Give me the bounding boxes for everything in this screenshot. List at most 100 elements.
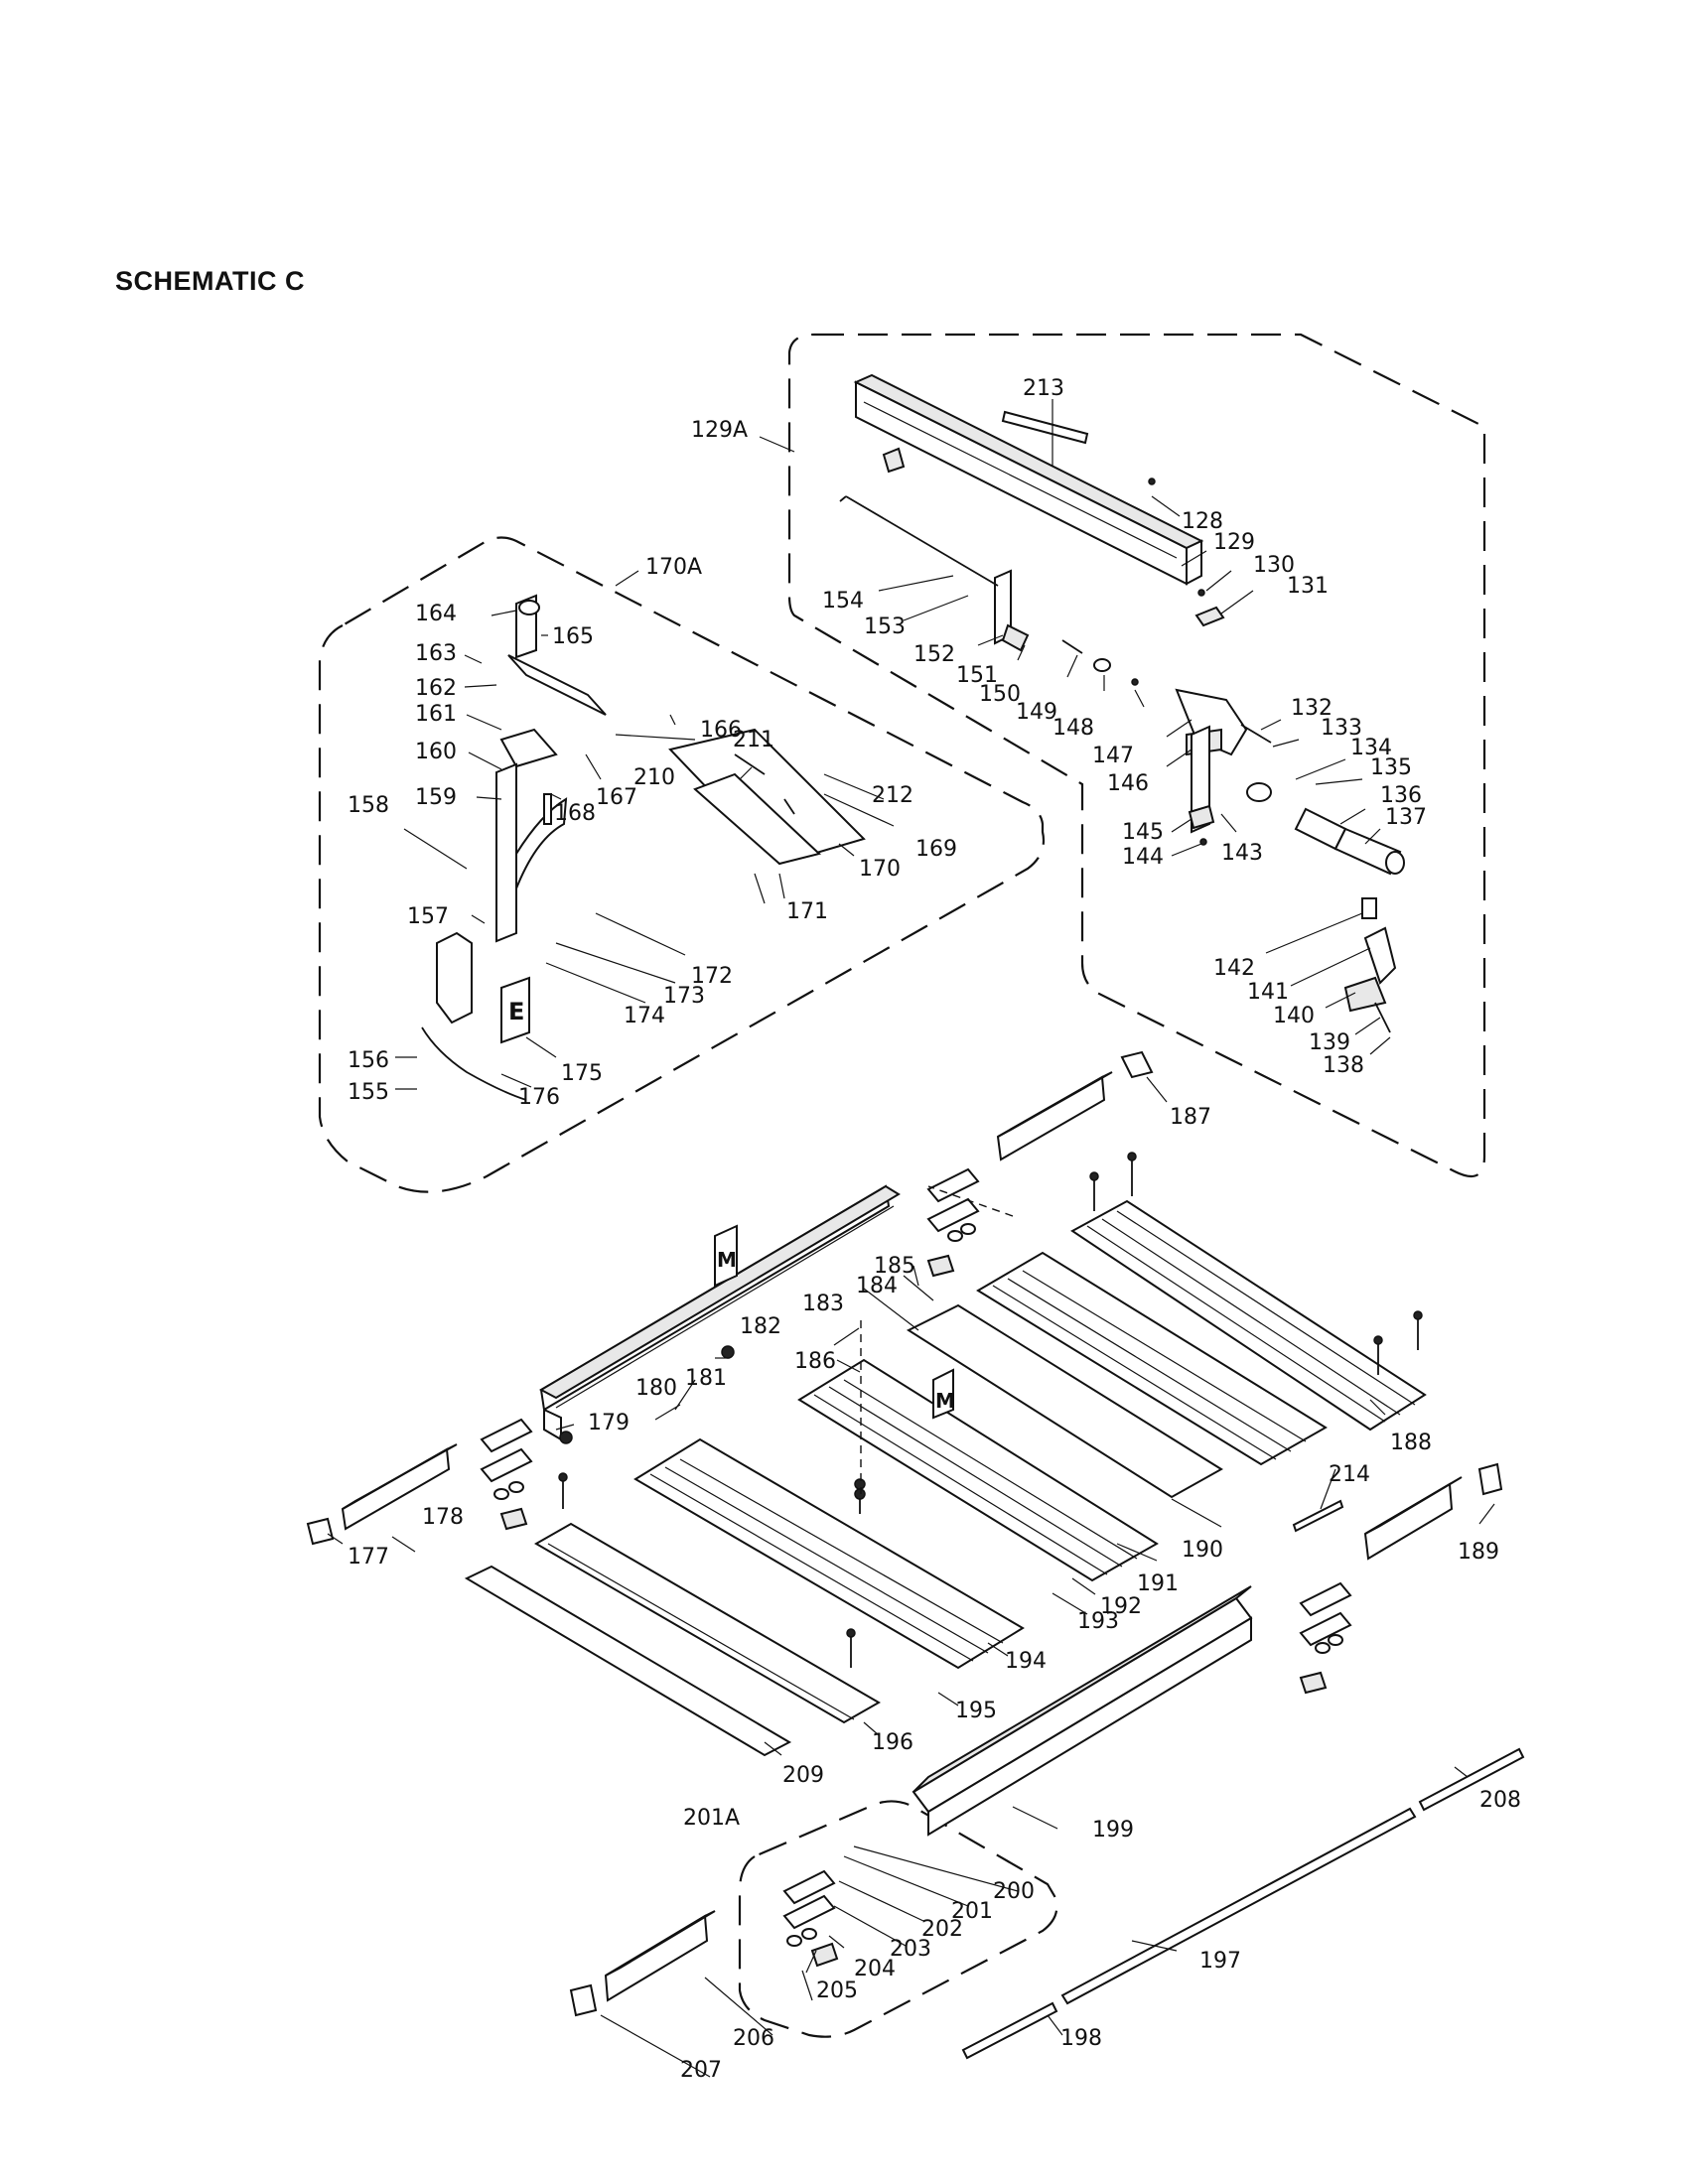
table-extension-194 (633, 1437, 1025, 1670)
callout-152: 152 (913, 642, 955, 667)
callout-186: 186 (794, 1349, 836, 1374)
callout-138: 138 (1323, 1053, 1364, 1078)
mounting-bracket-stack (480, 1418, 533, 1531)
callout-179: 179 (588, 1411, 630, 1435)
callout-196: 196 (872, 1730, 913, 1755)
callout-154: 154 (822, 589, 864, 614)
callout-188: 188 (1390, 1431, 1432, 1455)
callout-150: 150 (979, 682, 1021, 707)
callout-201: 201 (951, 1899, 993, 1924)
callout-204: 204 (854, 1957, 896, 1981)
callout-160: 160 (415, 740, 457, 764)
callout-213: 213 (1023, 376, 1064, 401)
plate-145 (1188, 804, 1215, 830)
nut (854, 1478, 866, 1490)
callout-181: 181 (685, 1366, 727, 1391)
fastener (1131, 678, 1139, 686)
clip-part (882, 447, 906, 474)
callout-143: 143 (1221, 841, 1263, 866)
scale-strip-197 (1060, 1807, 1417, 2005)
mounting-bracket-stack (926, 1167, 980, 1278)
callout-139: 139 (1309, 1030, 1350, 1055)
rear-rail-199 (912, 1585, 1253, 1837)
callout-169: 169 (915, 837, 957, 862)
callout-191: 191 (1137, 1571, 1179, 1596)
callout-153: 153 (864, 614, 906, 639)
callout-173: 173 (663, 984, 705, 1009)
callout-206: 206 (733, 2026, 774, 2051)
callout-166: 166 (700, 718, 742, 743)
callout-177: 177 (348, 1545, 389, 1570)
callout-165: 165 (552, 624, 594, 649)
callout-194: 194 (1005, 1649, 1047, 1674)
callout-197: 197 (1199, 1949, 1241, 1974)
callout-195: 195 (955, 1699, 997, 1723)
callout-134: 134 (1350, 736, 1392, 760)
callout-130: 130 (1253, 553, 1295, 578)
callout-145: 145 (1122, 820, 1164, 845)
label-213 (1001, 410, 1089, 445)
rail-section-187 (996, 1050, 1154, 1161)
blade-guard-170 (668, 728, 866, 866)
callout-147: 147 (1092, 744, 1134, 768)
bracket-152-153 (839, 495, 1030, 652)
callout-133: 133 (1321, 716, 1362, 741)
callout-170A: 170A (645, 555, 702, 580)
callout-159: 159 (415, 785, 457, 810)
mounting-bracket-stack (782, 1869, 839, 1968)
lock-assembly-147 (1175, 688, 1272, 834)
callout-190: 190 (1182, 1538, 1223, 1563)
callout-189: 189 (1458, 1540, 1499, 1565)
callout-201A: 201A (683, 1806, 740, 1831)
callout-172: 172 (691, 964, 733, 989)
callout-202: 202 (921, 1917, 963, 1942)
rail-section-189 (1363, 1462, 1503, 1561)
table-extension-188 (1070, 1199, 1427, 1432)
callout-168: 168 (554, 801, 596, 826)
callout-211: 211 (733, 728, 774, 752)
callout-207: 207 (680, 2058, 722, 2083)
callout-176: 176 (518, 1085, 560, 1110)
callout-174: 174 (624, 1004, 665, 1028)
mounting-bracket-stack (1299, 1581, 1352, 1695)
callout-193: 193 (1077, 1609, 1119, 1634)
nut (721, 1345, 735, 1359)
svg-text:M: M (935, 1389, 955, 1413)
washer-131 (1194, 606, 1225, 627)
callout-136: 136 (1380, 783, 1422, 808)
callout-141: 141 (1247, 980, 1289, 1005)
callout-178: 178 (422, 1505, 464, 1530)
scale-strip-208 (1418, 1747, 1525, 1812)
callout-210: 210 (633, 765, 675, 790)
riving-knife-bracket (495, 594, 607, 943)
rail-section-178 (306, 1443, 458, 1546)
callout-167: 167 (596, 785, 637, 810)
callout-129: 129 (1213, 530, 1255, 555)
anti-kickback-bracket-175: E (436, 931, 530, 1044)
callout-142: 142 (1213, 956, 1255, 981)
fence-rail-129 (853, 373, 1204, 586)
bolt (1127, 1152, 1137, 1196)
callout-135: 135 (1370, 755, 1412, 780)
callout-170: 170 (859, 857, 901, 882)
scale-strip-198 (961, 2001, 1058, 2060)
assembly-170A-outline (318, 536, 1046, 1193)
callout-146: 146 (1107, 771, 1149, 796)
callout-161: 161 (415, 702, 457, 727)
callout-129A: 129A (691, 418, 748, 443)
callout-137: 137 (1385, 805, 1427, 830)
callout-208: 208 (1479, 1788, 1521, 1813)
leader-lines (327, 399, 1495, 2078)
callout-199: 199 (1092, 1818, 1134, 1843)
callout-158: 158 (348, 793, 389, 818)
callout-182: 182 (740, 1314, 781, 1339)
callout-192: 192 (1100, 1594, 1142, 1619)
bolt (1413, 1310, 1423, 1350)
callout-157: 157 (407, 904, 449, 929)
screw-144 (1199, 838, 1207, 846)
plate-190 (906, 1303, 1223, 1499)
plate-209 (464, 1565, 792, 1757)
callout-148: 148 (1052, 716, 1094, 741)
